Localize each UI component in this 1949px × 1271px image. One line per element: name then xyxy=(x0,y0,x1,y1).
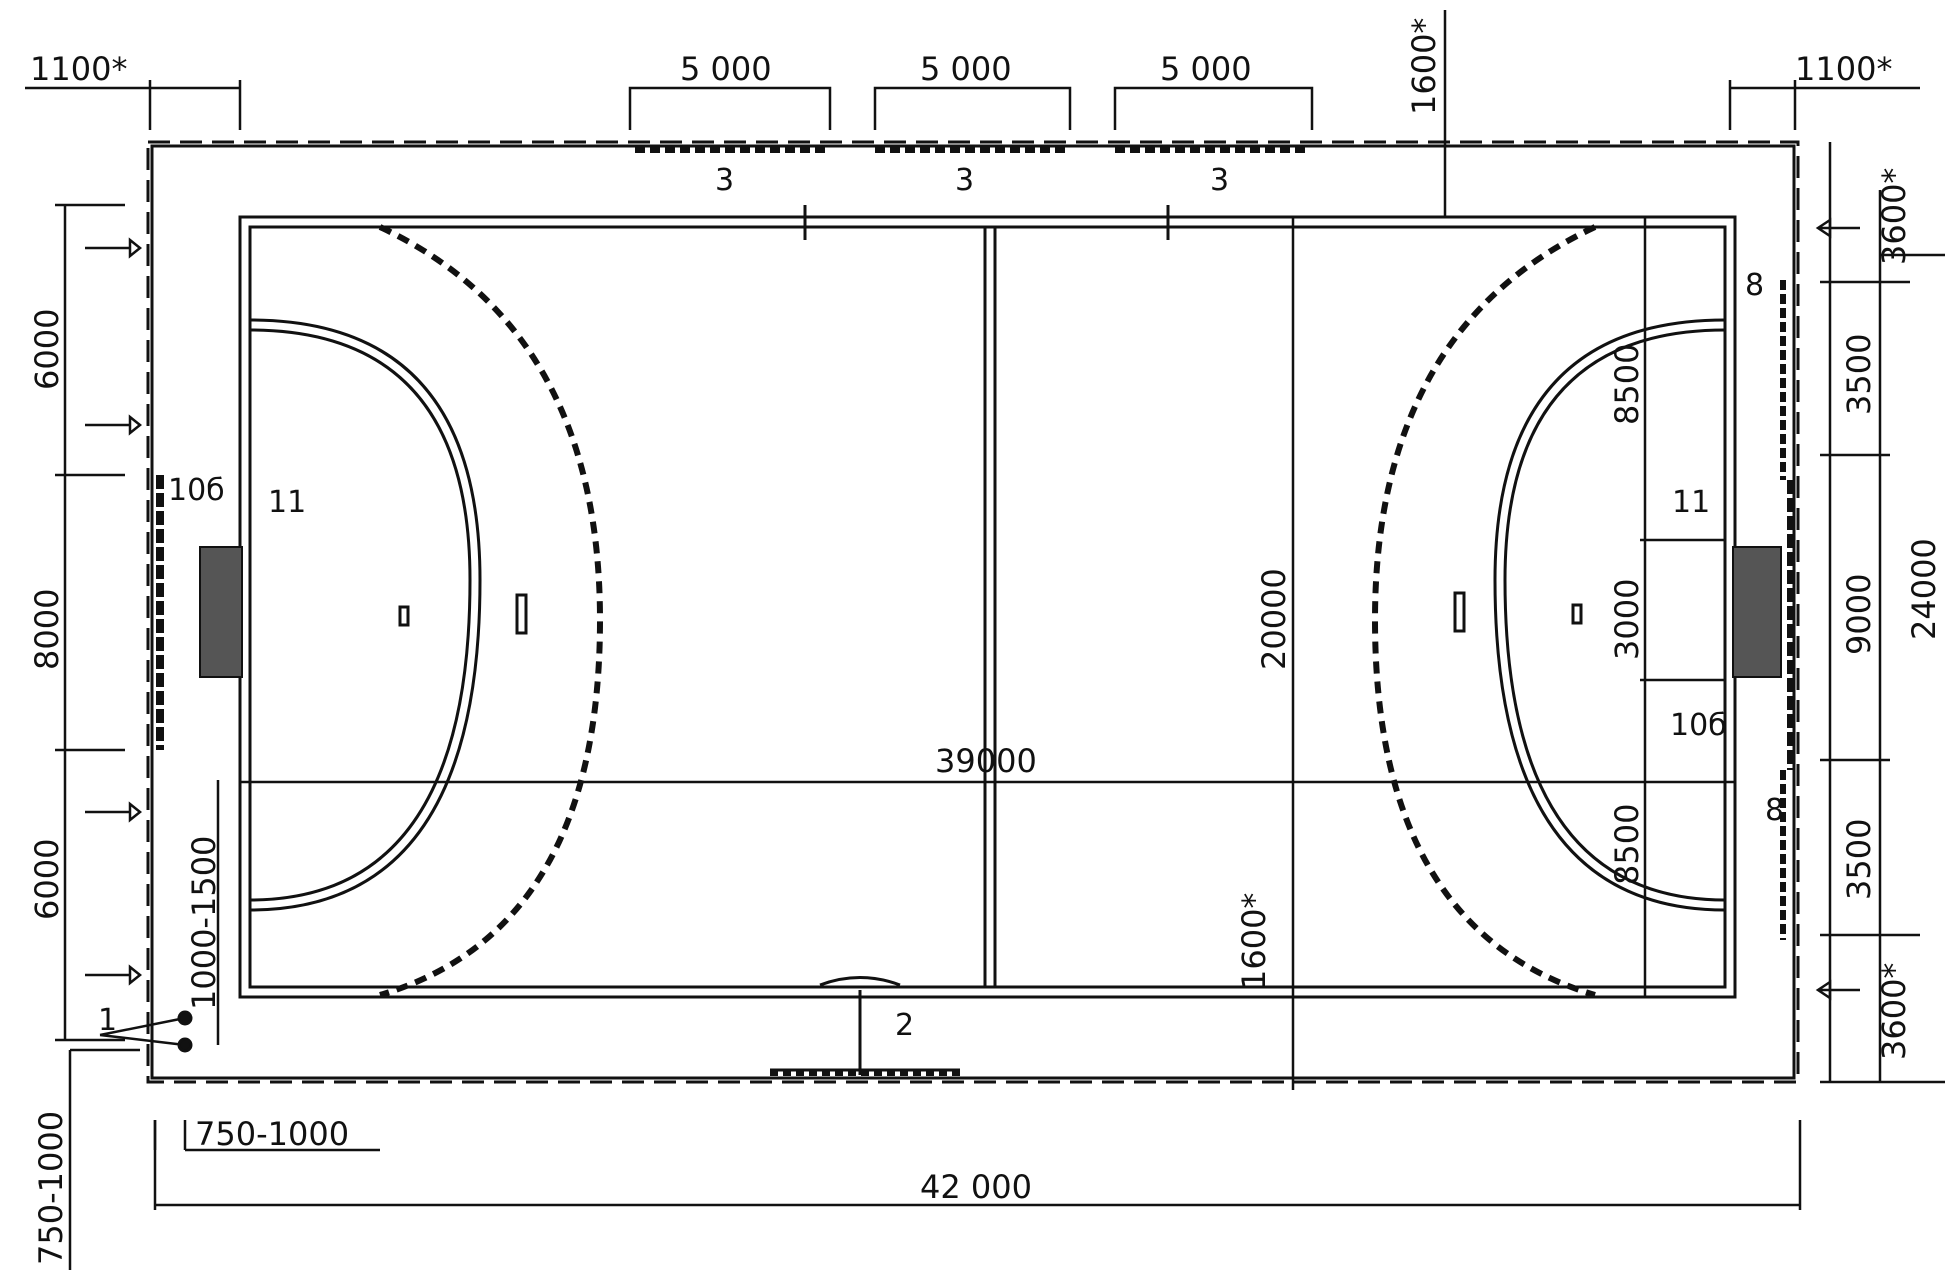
right-bot-3600-text: 3600* xyxy=(1875,963,1913,1060)
field-length-text: 39000 xyxy=(935,742,1037,780)
right-dim-chain xyxy=(1820,142,1945,1084)
goal-area-right xyxy=(1503,328,1726,902)
exit-left-1 xyxy=(85,237,143,259)
dim-1600-bottom-text: 1600* xyxy=(1235,893,1273,990)
right-9000-text: 9000 xyxy=(1840,574,1878,655)
bottom-offset-dim xyxy=(153,1120,380,1152)
goal-right-label: 11 xyxy=(1672,485,1710,520)
bench-1-label: 3 xyxy=(715,163,734,198)
exit-left-4 xyxy=(85,964,143,986)
left-seg-bot-text: 6000 xyxy=(28,839,66,920)
goal-area-left xyxy=(249,328,472,902)
table-label: 2 xyxy=(895,1008,914,1043)
four-meter-right xyxy=(1571,603,1583,625)
left-offset-text: 750-1000 xyxy=(32,1111,70,1265)
playing-field-inner xyxy=(248,225,1727,989)
left-dim-chain xyxy=(55,203,125,1042)
free-throw-right xyxy=(1371,224,1597,998)
right-top-3600-text: 3600* xyxy=(1875,168,1913,265)
goal-area-right-2 xyxy=(1493,318,1726,912)
bench-dim-3 xyxy=(1113,86,1314,130)
inner-8500-bot-text: 8500 xyxy=(1608,804,1646,885)
total-length-text: 42 000 xyxy=(920,1168,1032,1206)
bench-3-label: 3 xyxy=(1210,163,1229,198)
bottom-offset-text: 750-1000 xyxy=(195,1115,349,1153)
dim-1100-right-text: 1100* xyxy=(1795,50,1892,88)
field-width-text: 20000 xyxy=(1255,568,1293,670)
dim-1100-right xyxy=(1728,80,1920,130)
markers-label: 1 xyxy=(98,1003,117,1038)
outer-boundary xyxy=(146,140,1800,1084)
right-total-text: 24000 xyxy=(1905,538,1943,640)
marker-dot-2 xyxy=(177,1037,193,1053)
inner-right-dim xyxy=(1640,217,1725,997)
four-meter-left xyxy=(398,605,410,627)
screen-bot-label: 8 xyxy=(1765,793,1784,828)
free-throw-left xyxy=(378,224,604,998)
inner-3000-text: 3000 xyxy=(1608,579,1646,660)
dim-1100-left xyxy=(25,80,242,130)
right-3500-bot-text: 3500 xyxy=(1840,819,1878,900)
marker-1 xyxy=(99,1016,186,1047)
right-3500-top-text: 3500 xyxy=(1840,334,1878,415)
bench-dim-2 xyxy=(873,86,1072,130)
exit-left-3 xyxy=(85,801,143,823)
goal-left-label: 11 xyxy=(268,485,306,520)
left-seg-top-text: 6000 xyxy=(28,309,66,390)
dim-1100-left-text: 1100* xyxy=(30,50,127,88)
dim-1600-top-text: 1600* xyxy=(1405,18,1443,115)
inner-8500-top-text: 8500 xyxy=(1608,344,1646,425)
inner-boundary xyxy=(150,144,1796,1080)
exit-left-2 xyxy=(85,414,143,436)
marker-offset-text: 1000-1500 xyxy=(185,836,223,1010)
exit-right-1 xyxy=(1815,217,1860,239)
goal-left xyxy=(199,546,243,678)
goal-right xyxy=(1732,546,1782,678)
bench-3-len-text: 5 000 xyxy=(1160,50,1252,88)
bench-2-label: 3 xyxy=(955,163,974,198)
marker-dot-1 xyxy=(177,1010,193,1026)
playing-field xyxy=(238,215,1737,999)
exit-right-2 xyxy=(1815,979,1860,1001)
bench-1-len-text: 5 000 xyxy=(680,50,772,88)
seven-meter-left xyxy=(515,593,528,635)
bench-2-len-text: 5 000 xyxy=(920,50,1012,88)
left-offset-dim xyxy=(68,1048,140,1270)
screen-top-label: 8 xyxy=(1745,268,1764,303)
left-seg-mid-text: 8000 xyxy=(28,589,66,670)
bench-dim-1 xyxy=(628,86,832,130)
table-mark xyxy=(770,976,960,1075)
seven-meter-right xyxy=(1453,591,1466,633)
goal-area-left-2 xyxy=(249,318,482,912)
net-left-label: 10б xyxy=(168,473,225,508)
net-right-label: 10б xyxy=(1670,708,1727,743)
